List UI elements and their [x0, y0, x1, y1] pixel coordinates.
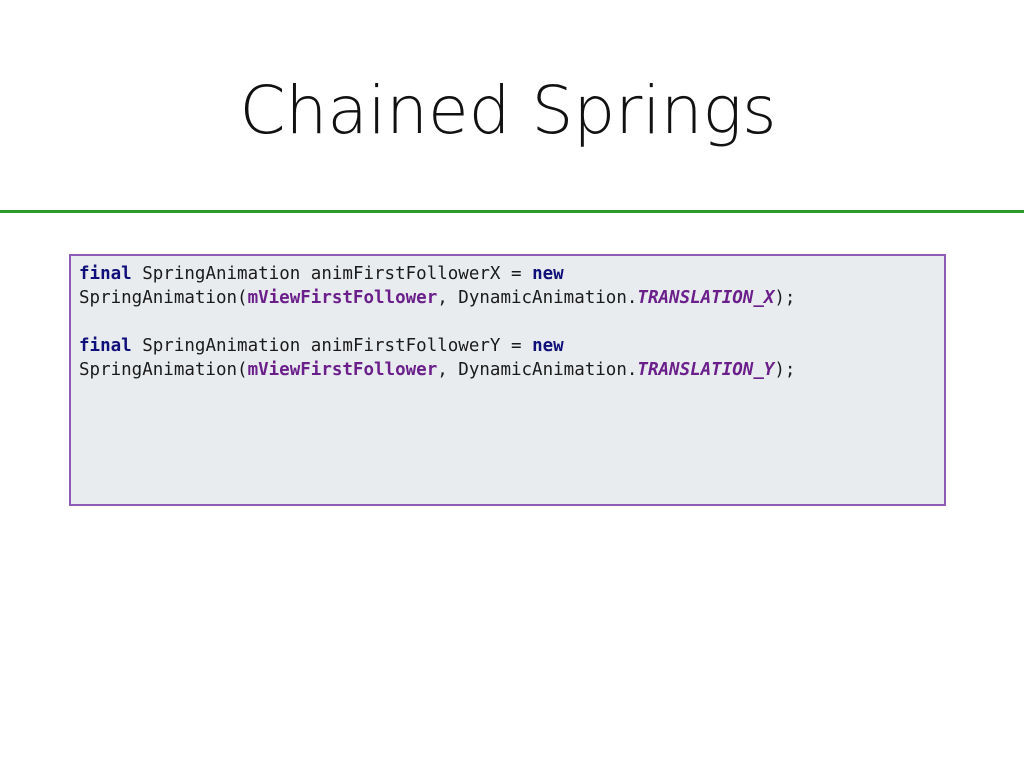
- code-line-3: final SpringAnimation animFirstFollowerY…: [79, 334, 795, 358]
- code-segment: SpringAnimation animFirstFollowerY =: [131, 336, 533, 356]
- code-text: final SpringAnimation animFirstFollowerX…: [79, 262, 795, 382]
- keyword-final: final: [79, 264, 132, 284]
- keyword-new: new: [532, 336, 564, 356]
- constant-reference: TRANSLATION_Y: [637, 360, 775, 380]
- keyword-new: new: [532, 264, 564, 284]
- keyword-final: final: [79, 336, 132, 356]
- code-segment: );: [774, 288, 796, 308]
- code-block: final SpringAnimation animFirstFollowerX…: [69, 254, 946, 506]
- code-segment: , DynamicAnimation.: [437, 360, 638, 380]
- code-segment: SpringAnimation(: [79, 360, 248, 380]
- code-segment: SpringAnimation animFirstFollowerX =: [131, 264, 533, 284]
- code-line-blank: [79, 310, 795, 334]
- slide-title: Chained Springs: [239, 72, 777, 149]
- constant-reference: TRANSLATION_X: [637, 288, 775, 308]
- field-reference: mViewFirstFollower: [247, 360, 438, 380]
- field-reference: mViewFirstFollower: [247, 288, 438, 308]
- code-line-1: final SpringAnimation animFirstFollowerX…: [79, 262, 795, 286]
- title-divider: [0, 210, 1024, 213]
- code-segment: , DynamicAnimation.: [437, 288, 638, 308]
- code-line-4: SpringAnimation(mViewFirstFollower, Dyna…: [79, 358, 795, 382]
- code-segment: SpringAnimation(: [79, 288, 248, 308]
- code-segment: );: [774, 360, 796, 380]
- code-line-2: SpringAnimation(mViewFirstFollower, Dyna…: [79, 286, 795, 310]
